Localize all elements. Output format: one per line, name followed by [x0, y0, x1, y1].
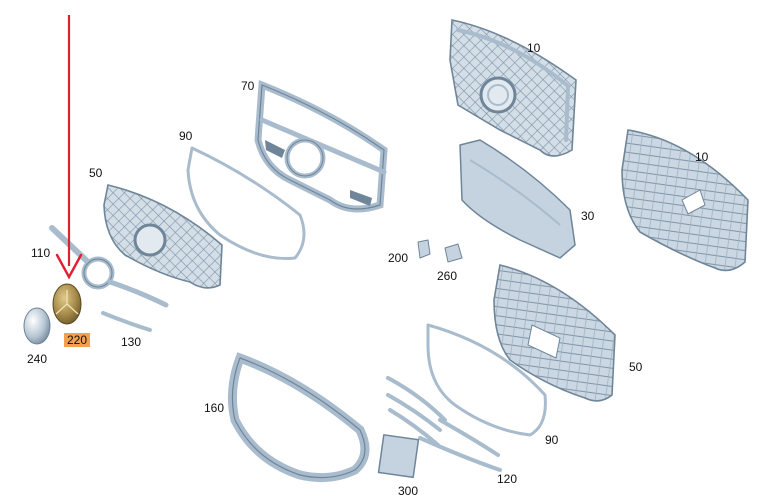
clip-260	[444, 243, 463, 263]
emblem-220	[52, 283, 82, 325]
callout-90-right: 90	[545, 433, 559, 447]
callout-110: 110	[31, 246, 51, 260]
bracket-30	[459, 139, 576, 259]
grille-10-right	[621, 129, 749, 272]
panel-300	[377, 434, 420, 479]
grille-50-right	[493, 264, 616, 402]
callout-160: 160	[204, 401, 225, 415]
callout-50-left: 50	[89, 166, 103, 180]
callout-220: 220	[64, 333, 91, 347]
callout-70: 70	[241, 79, 255, 93]
trim-90-right	[426, 323, 547, 437]
grille-50-left	[103, 184, 223, 289]
callout-240: 240	[27, 352, 48, 366]
surround-160	[227, 352, 370, 483]
callout-30: 30	[581, 209, 595, 223]
callout-50-right: 50	[629, 360, 643, 374]
clip-200	[417, 239, 431, 259]
emblem-disc-240	[23, 307, 51, 345]
callout-130: 130	[121, 335, 142, 349]
grille-10-top	[449, 19, 577, 157]
trim-90-left	[186, 146, 306, 260]
red-arrow	[55, 15, 83, 280]
grille-frame-70	[254, 79, 388, 213]
strips-120	[386, 376, 502, 472]
callout-90-left: 90	[179, 129, 193, 143]
callout-260: 260	[437, 269, 458, 283]
trim-130	[101, 311, 152, 332]
emblem-ring	[81, 256, 169, 308]
callout-10-right: 10	[695, 150, 709, 164]
callout-200: 200	[388, 251, 409, 265]
callout-120: 120	[497, 472, 518, 486]
callout-300: 300	[398, 484, 419, 498]
callout-10-top: 10	[527, 41, 541, 55]
